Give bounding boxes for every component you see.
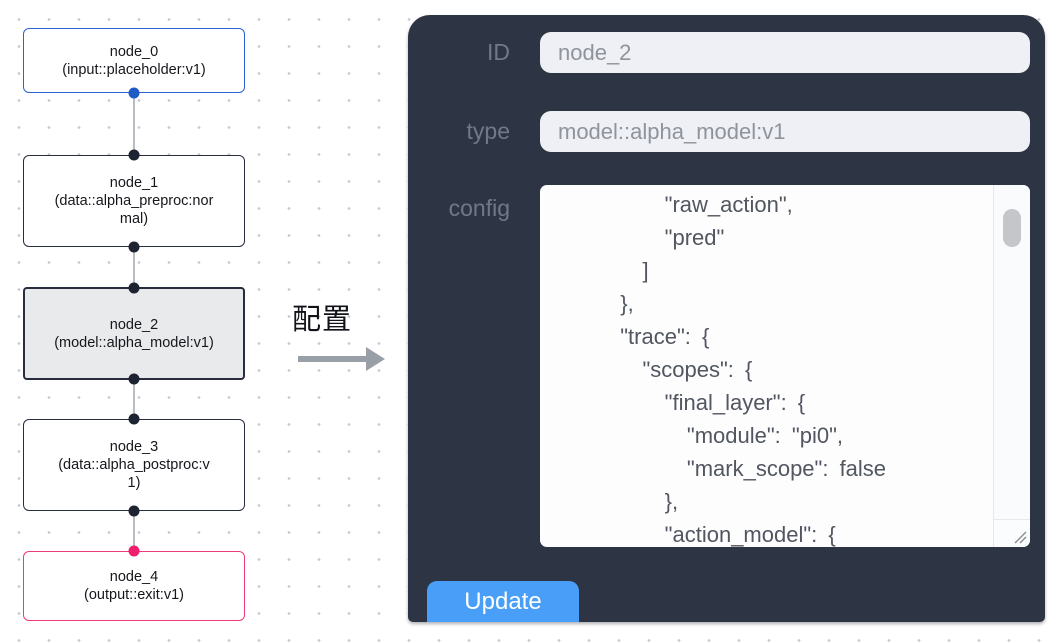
flow-node-node_1[interactable]: node_1 (data::alpha_preproc:normal) <box>23 149 245 253</box>
config-textarea[interactable]: "raw_action", "pred" ] }, "trace": { "sc… <box>540 185 1030 547</box>
input-port[interactable] <box>128 413 140 425</box>
node-name: node_0 <box>109 43 159 60</box>
node-name: node_3 <box>109 439 159 455</box>
edge-node2-node3 <box>133 380 135 419</box>
arrow-line <box>298 356 366 362</box>
id-input[interactable] <box>540 32 1030 73</box>
scrollbar-thumb[interactable] <box>1003 209 1021 247</box>
flow-node-node_4[interactable]: node_4 (output::exit:v1) <box>23 545 245 621</box>
node-type: (output::exit:v1) <box>84 587 184 603</box>
node-type: (input::placeholder:v1) <box>62 61 206 78</box>
id-field-label: ID <box>487 39 510 65</box>
transition-group: 配置 <box>292 296 402 371</box>
input-port[interactable] <box>128 149 140 161</box>
output-port[interactable] <box>128 241 140 253</box>
config-field-label: config <box>448 195 510 221</box>
node-type: (data::alpha_postproc:v1) <box>58 457 210 491</box>
edge-node1-node2 <box>133 247 135 287</box>
configure-label: 配置 <box>292 304 353 336</box>
input-port[interactable] <box>128 545 140 557</box>
output-port[interactable] <box>128 505 140 517</box>
flow-node-node_3[interactable]: node_3 (data::alpha_postproc:v1) <box>23 413 245 517</box>
arrow-right-icon <box>292 347 388 371</box>
input-port[interactable] <box>128 282 140 294</box>
node-type: (model::alpha_model:v1) <box>54 334 214 351</box>
output-port[interactable] <box>128 373 140 385</box>
output-port[interactable] <box>128 87 140 99</box>
type-input[interactable] <box>540 111 1030 152</box>
flow-node-node_0[interactable]: node_0 (input::placeholder:v1) <box>23 28 245 99</box>
resize-grip-icon <box>1014 531 1027 544</box>
arrow-head <box>366 347 385 371</box>
config-json-text: "raw_action", "pred" ] }, "trace": { "sc… <box>620 192 887 547</box>
node-name: node_2 <box>109 316 159 333</box>
update-button[interactable]: Update <box>427 581 579 622</box>
type-field-label: type <box>466 118 510 144</box>
resize-handle[interactable] <box>993 519 1030 547</box>
node-name: node_4 <box>109 569 159 585</box>
node-type: (data::alpha_preproc:normal) <box>54 193 214 227</box>
node-config-panel: ID type config "raw_action", "pred" ] },… <box>408 15 1045 622</box>
scrollbar-track[interactable] <box>993 185 1030 547</box>
node-name: node_1 <box>109 175 159 191</box>
flow-node-node_2-selected[interactable]: node_2 (model::alpha_model:v1) <box>23 282 245 385</box>
edge-node3-node4 <box>133 511 135 551</box>
edge-node0-node1 <box>133 93 135 155</box>
